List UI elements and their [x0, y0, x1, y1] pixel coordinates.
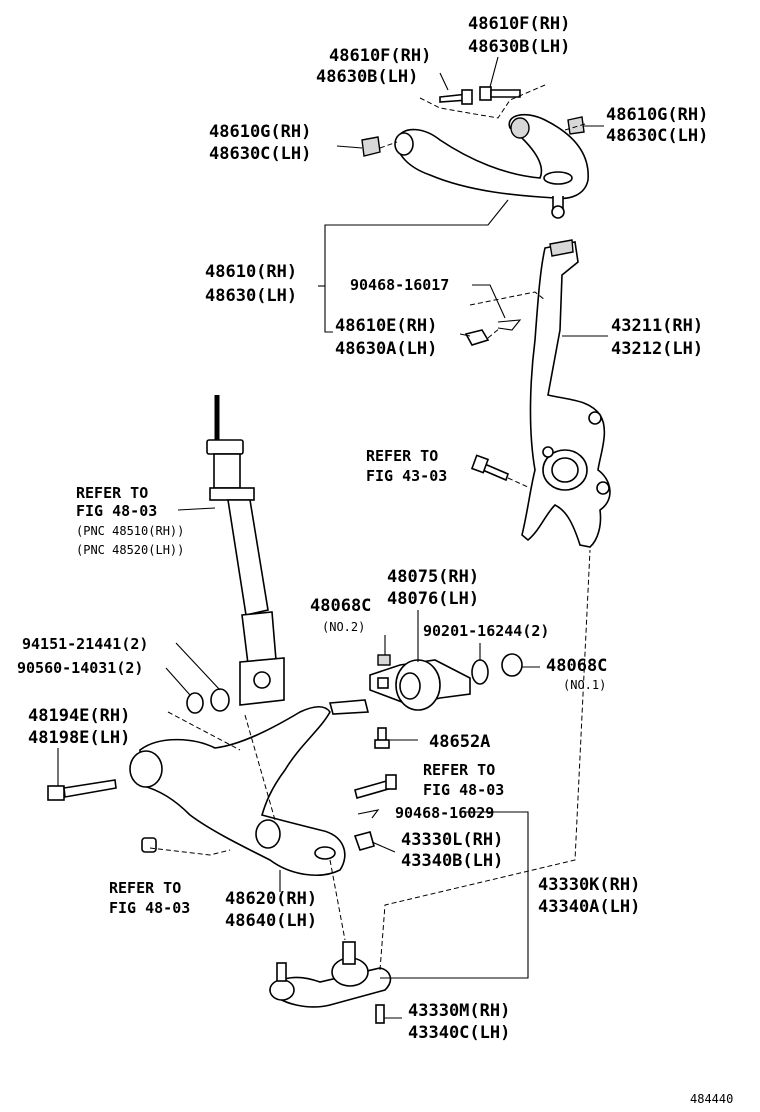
lower-bolt-part[interactable]	[47, 779, 117, 801]
nut-lower-label-1: 43330L(RH)	[401, 830, 503, 850]
knuckle-label-1: 43211(RH)	[611, 316, 703, 336]
bj-bolt-label-2: 43340C(LH)	[408, 1023, 510, 1043]
refer-43-label-2: FIG 43-03	[366, 467, 447, 485]
bushing-left-label-1: 48610G(RH)	[209, 122, 311, 142]
bushing-left-label-2: 48630C(LH)	[209, 144, 311, 164]
nut-90560-label: 90560-14031(2)	[17, 659, 143, 677]
lower-arm-label-1: 48620(RH)	[225, 889, 317, 909]
bushing-right-label-1: 48610G(RH)	[606, 105, 708, 125]
bracket-part[interactable]	[369, 659, 471, 711]
pin-lower-label: 90468-16029	[395, 804, 494, 822]
cushion-no1-label: 48068C	[546, 656, 607, 676]
bj-bolt-part[interactable]	[375, 1004, 385, 1024]
shock-ref-label-2: FIG 48-03	[76, 502, 157, 520]
no2-label: (NO.2)	[322, 620, 365, 634]
washer-label: 90201-16244(2)	[423, 622, 549, 640]
nut-90560-part[interactable]	[210, 688, 230, 712]
bolt-94151-part[interactable]	[186, 692, 204, 714]
refer-43-label-1: REFER TO	[366, 447, 438, 465]
knuckle-label-2: 43212(LH)	[611, 339, 703, 359]
bolt-94151-label: 94151-21441(2)	[22, 635, 148, 653]
lower-control-arm[interactable]	[129, 699, 370, 876]
bracket-label-1: 48075(RH)	[387, 567, 479, 587]
upper-control-arm[interactable]	[394, 113, 589, 219]
upper-bolt-right-label-2: 48630B(LH)	[468, 37, 570, 57]
upper-bolt-left-part[interactable]	[439, 89, 473, 105]
ball-joint-part[interactable]	[269, 941, 392, 1008]
lower-bolt-label-1: 48194E(RH)	[28, 706, 130, 726]
shock-ref-label-3: (PNC 48510(RH))	[76, 524, 184, 538]
refer-48-low-label-1: REFER TO	[109, 879, 181, 897]
cushion-no1-part[interactable]	[501, 653, 523, 677]
lower-bolt-label-2: 48198E(LH)	[28, 728, 130, 748]
bushing-right-label-2: 48630C(LH)	[606, 126, 708, 146]
refer-48-low-label-2: FIG 48-03	[109, 899, 190, 917]
bracket-label-2: 48076(LH)	[387, 589, 479, 609]
nut-upper-part[interactable]	[464, 329, 490, 346]
bushing-right-part[interactable]	[567, 116, 585, 135]
nut-lower-arm-part[interactable]	[141, 837, 157, 853]
nut-upper-label-1: 48610E(RH)	[335, 316, 437, 336]
upper-arm-label-1: 48610(RH)	[205, 262, 297, 282]
pin-lower-part[interactable]	[357, 809, 380, 819]
bushing-left-part[interactable]	[361, 136, 381, 157]
nut-upper-label-2: 48630A(LH)	[335, 339, 437, 359]
upper-bolt-left-label-1: 48610F(RH)	[329, 46, 431, 66]
cushion-no2-part[interactable]	[377, 654, 391, 666]
upper-bolt-right-part[interactable]	[479, 86, 521, 101]
lower-arm-label-2: 48640(LH)	[225, 911, 317, 931]
refer-bolt-mid-part[interactable]	[354, 774, 397, 799]
refer-48-mid-label-1: REFER TO	[423, 761, 495, 779]
no1-label: (NO.1)	[563, 678, 606, 692]
bolt-48652-label: 48652A	[429, 732, 490, 752]
upper-arm-label-2: 48630(LH)	[205, 286, 297, 306]
ball-joint-label-2: 43340A(LH)	[538, 897, 640, 917]
washer-part[interactable]	[471, 659, 489, 685]
refer-48-mid-label-2: FIG 48-03	[423, 781, 504, 799]
pin-upper-label: 90468-16017	[350, 276, 449, 294]
upper-bolt-left-label-2: 48630B(LH)	[316, 67, 418, 87]
steering-knuckle[interactable]	[521, 239, 611, 548]
upper-bolt-right-label-1: 48610F(RH)	[468, 14, 570, 34]
bj-bolt-label-1: 43330M(RH)	[408, 1001, 510, 1021]
cushion-no2-label: 48068C	[310, 596, 371, 616]
figure-number: 484440	[690, 1092, 733, 1106]
nut-lower-label-2: 43340B(LH)	[401, 851, 503, 871]
bolt-48652-part[interactable]	[374, 727, 390, 749]
nut-lower-part[interactable]	[353, 831, 375, 851]
shock-absorber[interactable]	[206, 395, 285, 706]
shock-ref-label-4: (PNC 48520(LH))	[76, 543, 184, 557]
ball-joint-label-1: 43330K(RH)	[538, 875, 640, 895]
knuckle-bolt-part[interactable]	[470, 454, 509, 482]
shock-ref-label-1: REFER TO	[76, 484, 148, 502]
pin-upper-part[interactable]	[497, 319, 522, 331]
